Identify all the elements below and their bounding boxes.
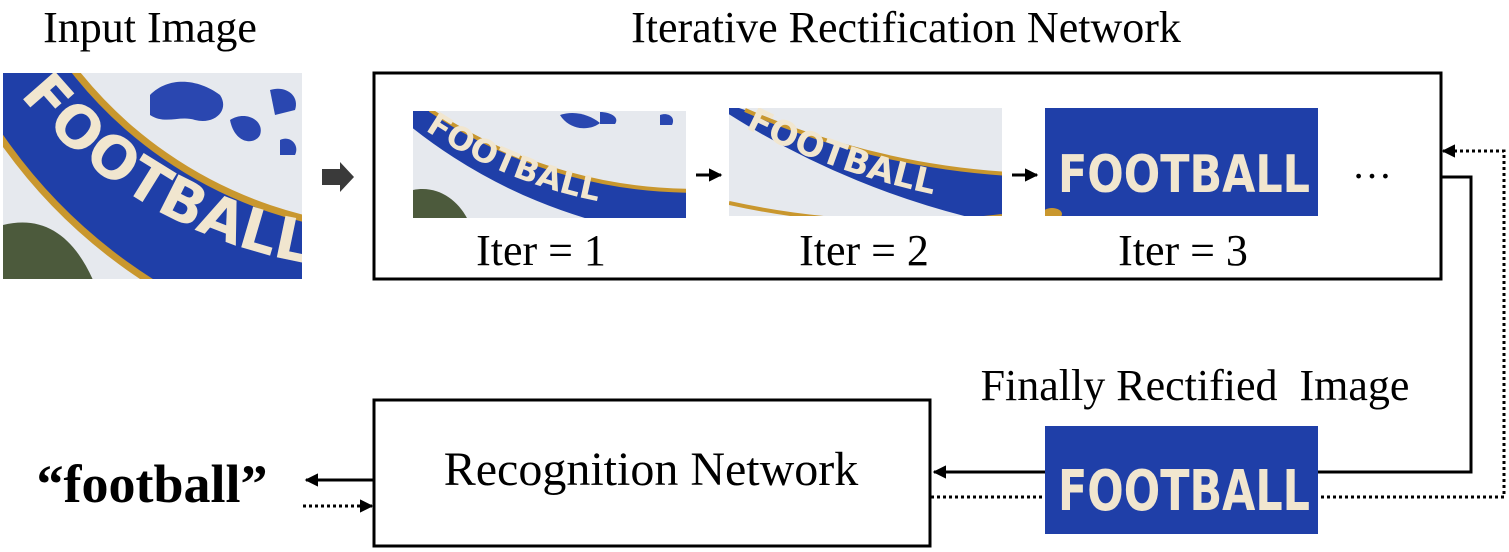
input-arrow [322, 162, 354, 192]
finally-rectified-label: Finally Rectified Image [981, 361, 1410, 410]
input-image: FOOTBALL [3, 73, 302, 279]
output-text: “football” [36, 454, 267, 514]
feedback-loop-line [931, 144, 1506, 499]
ellipsis: … [1352, 142, 1392, 187]
iter2-label: Iter = 2 [799, 226, 929, 275]
iter3-label: Iter = 3 [1118, 226, 1248, 275]
input-image-label: Input Image [43, 3, 257, 52]
recognition-network-label: Recognition Network [444, 443, 859, 496]
recognition-network-box [372, 398, 932, 548]
iter2-thumbnail: FOOTBALL [729, 108, 1002, 216]
final-image-text: FOOTBALL [1058, 459, 1310, 524]
rectification-output-line [1318, 175, 1473, 474]
iter3-image-text: FOOTBALL [1058, 145, 1310, 205]
iter3-thumbnail: FOOTBALL [1045, 108, 1318, 216]
iter1-label: Iter = 1 [476, 226, 606, 275]
network-title: Iterative Rectification Network [631, 3, 1181, 52]
final-rectified-image: FOOTBALL [1045, 426, 1318, 534]
iter1-thumbnail: FOOTBALL [413, 111, 686, 218]
